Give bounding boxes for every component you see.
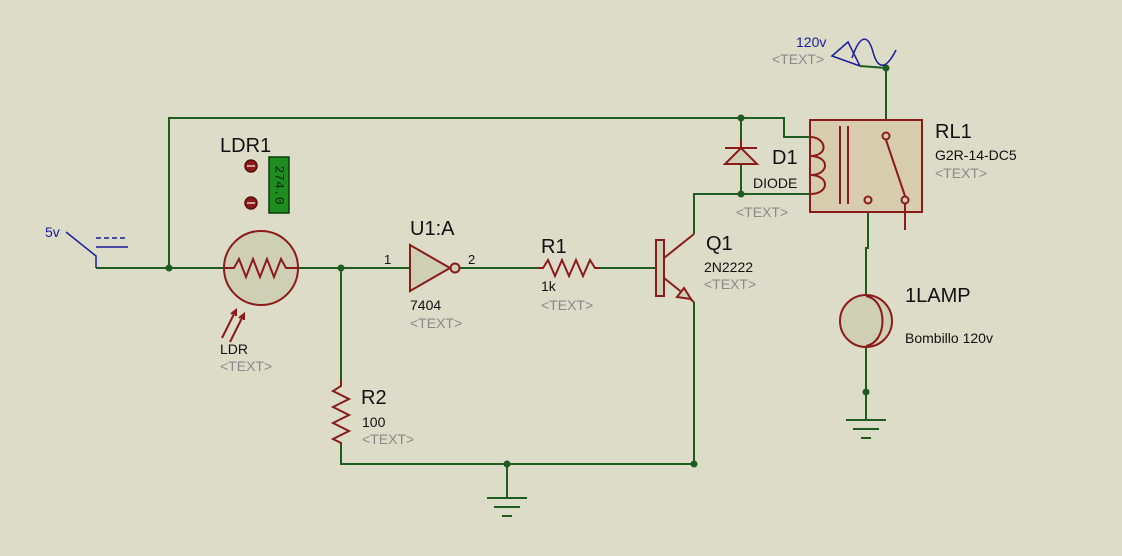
emitter-arrow-icon xyxy=(675,286,694,301)
lamp1-ref: 1LAMP xyxy=(905,285,971,307)
lamp1[interactable]: 1LAMP Bombillo 120v xyxy=(839,285,993,348)
q1-value: 2N2222 xyxy=(704,259,753,275)
relay-coil-icon xyxy=(809,136,826,195)
terminal-120v-text: <TEXT> xyxy=(772,51,824,67)
terminal-120v-label: 120v xyxy=(796,34,826,50)
ldr1-text: <TEXT> xyxy=(220,358,272,374)
junction-ground-right xyxy=(690,460,698,468)
junction-diode-top xyxy=(737,114,745,122)
ldr1-value: LDR xyxy=(220,341,248,357)
u1a-pin-in: 1 xyxy=(384,252,391,267)
ldr1[interactable]: LDR1 274.0 LDR <TEXT> xyxy=(220,135,299,374)
d1-diode[interactable]: D1 DIODE <TEXT> xyxy=(722,140,798,220)
relay-no-contact xyxy=(863,195,873,205)
junction-diode-bottom xyxy=(737,190,745,198)
probe-display xyxy=(268,156,290,214)
wires xyxy=(96,64,890,498)
u1a-value: 7404 xyxy=(410,297,441,313)
terminal-5v[interactable]: 5v xyxy=(45,224,128,268)
u1a-pin-out: 2 xyxy=(468,252,475,267)
junction-5v xyxy=(165,264,173,272)
wire-r2-to-ground[interactable] xyxy=(340,445,694,465)
q1-transistor[interactable]: Q1 2N2222 <TEXT> xyxy=(655,233,756,303)
ldr1-ref: LDR1 xyxy=(220,135,271,157)
lamp-filament xyxy=(865,295,884,347)
ground-main[interactable] xyxy=(487,497,527,517)
u1a-ref: U1:A xyxy=(410,218,455,240)
r2[interactable]: R2 100 <TEXT> xyxy=(330,380,414,447)
d1-ref: D1 xyxy=(772,147,798,169)
rl1-ref: RL1 xyxy=(935,121,972,143)
ground-lamp[interactable] xyxy=(846,419,886,439)
junction-ground-mid xyxy=(503,460,511,468)
relay-nc-contact xyxy=(900,195,910,205)
q1-base-bar xyxy=(655,239,665,297)
q1-text: <TEXT> xyxy=(704,276,756,292)
u1a-inverter[interactable]: U1:A 1 2 7404 <TEXT> xyxy=(384,218,475,331)
dc-supply-icon xyxy=(65,231,97,268)
lamp-bulb-icon xyxy=(839,294,893,348)
r2-text: <TEXT> xyxy=(362,431,414,447)
r2-ref: R2 xyxy=(361,387,387,409)
inverter-triangle-icon xyxy=(409,243,453,293)
lamp1-value: Bombillo 120v xyxy=(905,330,993,346)
sine-wave-icon xyxy=(851,38,897,66)
junction-ldr-r2 xyxy=(337,264,345,272)
d1-value: DIODE xyxy=(753,175,797,191)
r2-zigzag xyxy=(330,380,352,445)
r1-ref: R1 xyxy=(541,236,567,258)
wire-collector-to-relay[interactable] xyxy=(693,193,810,234)
ac-supply-icon xyxy=(830,40,862,68)
r1-text: <TEXT> xyxy=(541,297,593,313)
r1-zigzag xyxy=(538,257,600,279)
terminal-120v[interactable]: 120v <TEXT> xyxy=(772,34,897,69)
ldr1-resistor-zigzag xyxy=(224,256,298,280)
relay-common-contact xyxy=(881,131,891,141)
wire-relay-to-lamp[interactable] xyxy=(865,200,869,296)
u1a-text: <TEXT> xyxy=(410,315,462,331)
d1-text: <TEXT> xyxy=(736,204,788,220)
junction-lamp-ground xyxy=(862,388,870,396)
q1-collector-leg xyxy=(663,233,695,259)
r1-value: 1k xyxy=(541,278,557,294)
r2-value: 100 xyxy=(362,414,386,430)
relay-switch-arm xyxy=(885,139,906,197)
r1[interactable]: R1 1k <TEXT> xyxy=(538,236,600,313)
inverter-bubble-icon xyxy=(449,262,461,274)
wire-5v-rail-top[interactable] xyxy=(168,117,810,268)
rl1-value: G2R-14-DC5 xyxy=(935,147,1017,163)
diode-triangle-icon xyxy=(722,146,760,165)
probe-reading: 274.0 xyxy=(272,165,287,204)
rl1-text: <TEXT> xyxy=(935,165,987,181)
light-arrow-icon xyxy=(221,309,237,339)
terminal-5v-label: 5v xyxy=(45,224,60,240)
rl1-relay[interactable]: RL1 G2R-14-DC5 <TEXT> xyxy=(809,119,1017,230)
q1-ref: Q1 xyxy=(706,233,733,255)
